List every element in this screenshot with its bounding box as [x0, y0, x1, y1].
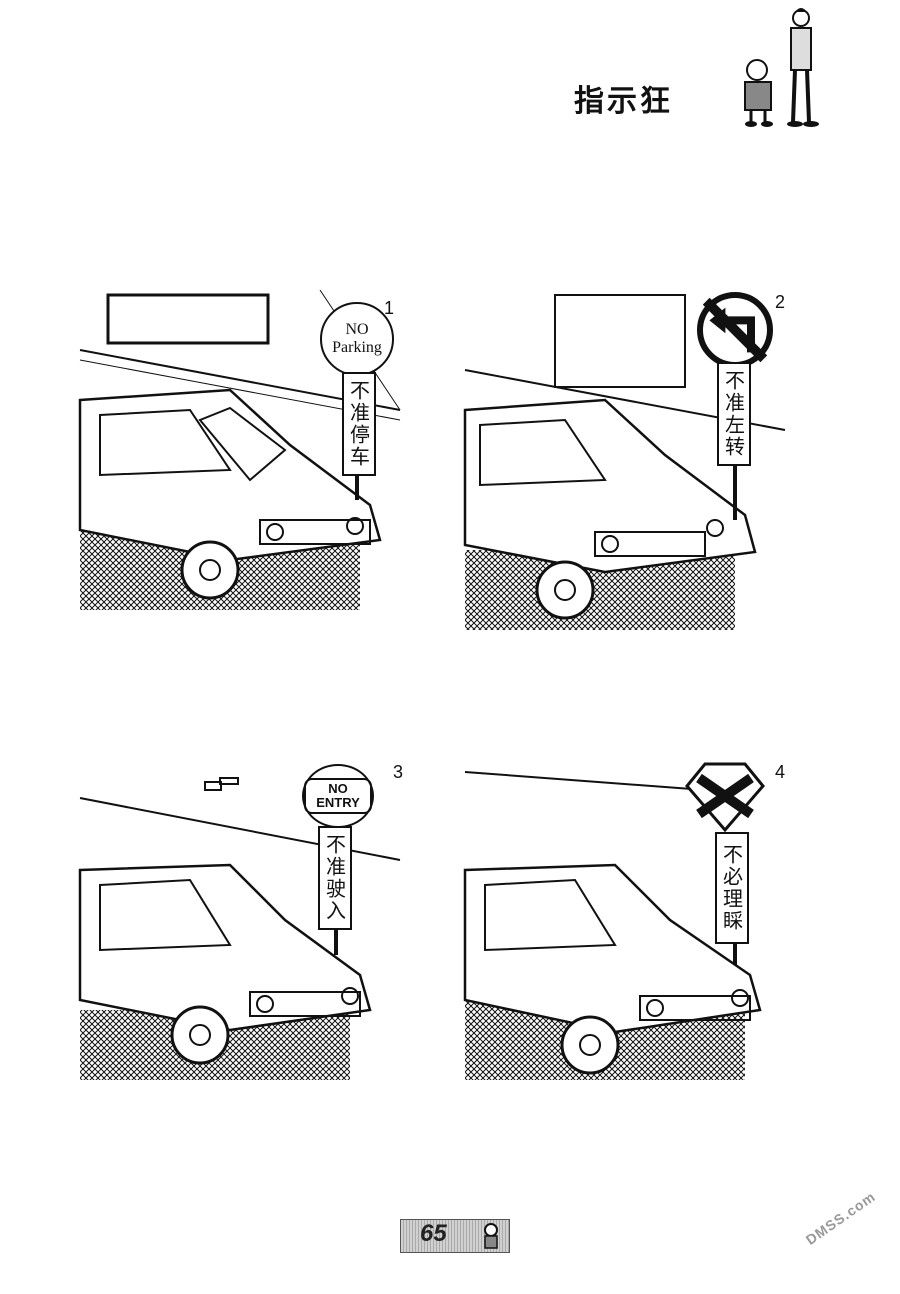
chinese-plate-3: 不准驶入 — [318, 826, 352, 930]
header-characters-illustration — [744, 8, 819, 127]
panel-number-1: 1 — [384, 298, 395, 318]
panel-number-3: 3 — [393, 762, 404, 782]
chinese-plate-2: 不准左转 — [717, 362, 751, 466]
page-number: 65 — [420, 1220, 447, 1247]
watermark: DMSS.com — [802, 1188, 879, 1248]
left-turn-arrow-icon — [702, 297, 768, 363]
comic-panel-1: NO Parking 不准停车 1 — [78, 289, 440, 650]
x-crossing-sign — [685, 762, 765, 833]
car-illustration — [78, 777, 401, 1080]
sign-text-line1: NO — [345, 321, 369, 339]
no-entry-sign: NO ENTRY — [302, 764, 374, 828]
chinese-plate-1: 不准停车 — [342, 372, 376, 476]
sign-text: NO ENTRY — [304, 777, 372, 815]
sign-text-line2: Parking — [332, 339, 382, 356]
no-parking-sign: NO Parking — [320, 302, 394, 376]
car-illustration — [78, 289, 401, 610]
footer-character-icon — [484, 1223, 498, 1249]
comic-panel-4: 不必理睬 4 — [463, 760, 825, 1120]
panel-number-4: 4 — [775, 762, 786, 782]
page-title: 指示狂 — [574, 84, 673, 119]
comic-panel-2: 不准左转 2 — [463, 290, 825, 650]
car-illustration — [463, 294, 786, 630]
panel-number-2: 2 — [775, 292, 786, 312]
no-left-turn-sign — [697, 292, 773, 368]
chinese-plate-4: 不必理睬 — [715, 832, 749, 944]
comic-panel-3: NO ENTRY 不准驶入 3 — [78, 760, 440, 1120]
car-illustration — [463, 771, 762, 1080]
